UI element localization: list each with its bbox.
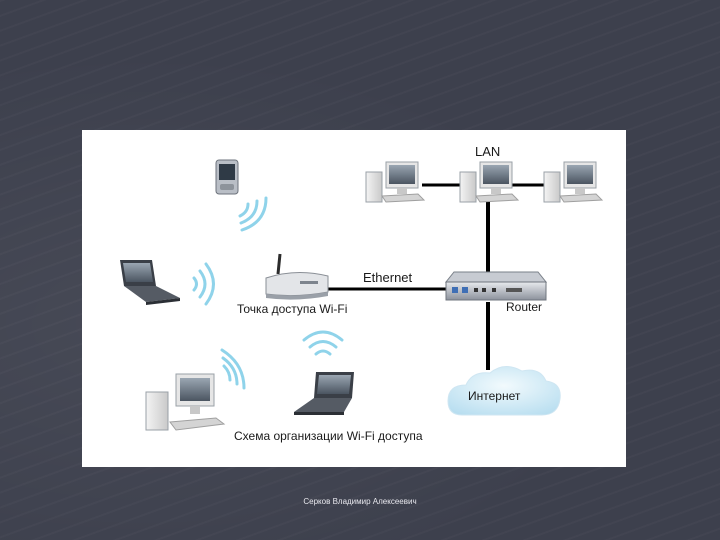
desktop-computer-icon [544,162,602,202]
router-icon [446,272,546,300]
pda-icon [216,160,238,194]
laptop-icon [120,260,180,305]
router-label: Router [506,300,542,314]
lan-label: LAN [475,144,500,159]
internet-label: Интернет [468,389,520,403]
ethernet-label: Ethernet [363,270,412,285]
diagram-canvas [82,130,626,467]
wifi-access-point-icon [266,254,328,300]
wifi-waves-icon [222,350,244,388]
network-diagram: LAN Ethernet Точка доступа Wi-Fi Router … [82,130,626,467]
author-footer: Серков Владимир Алексеевич [0,497,720,506]
desktop-computer-icon [460,162,518,202]
wifi-waves-icon [194,264,214,304]
wifi-waves-icon [304,332,342,354]
diagram-caption: Схема организации Wi-Fi доступа [234,429,423,443]
desktop-computer-icon [146,374,224,430]
access-point-label: Точка доступа Wi-Fi [237,302,347,316]
wifi-waves-icon [240,198,266,230]
desktop-computer-icon [366,162,424,202]
laptop-icon [294,372,354,415]
